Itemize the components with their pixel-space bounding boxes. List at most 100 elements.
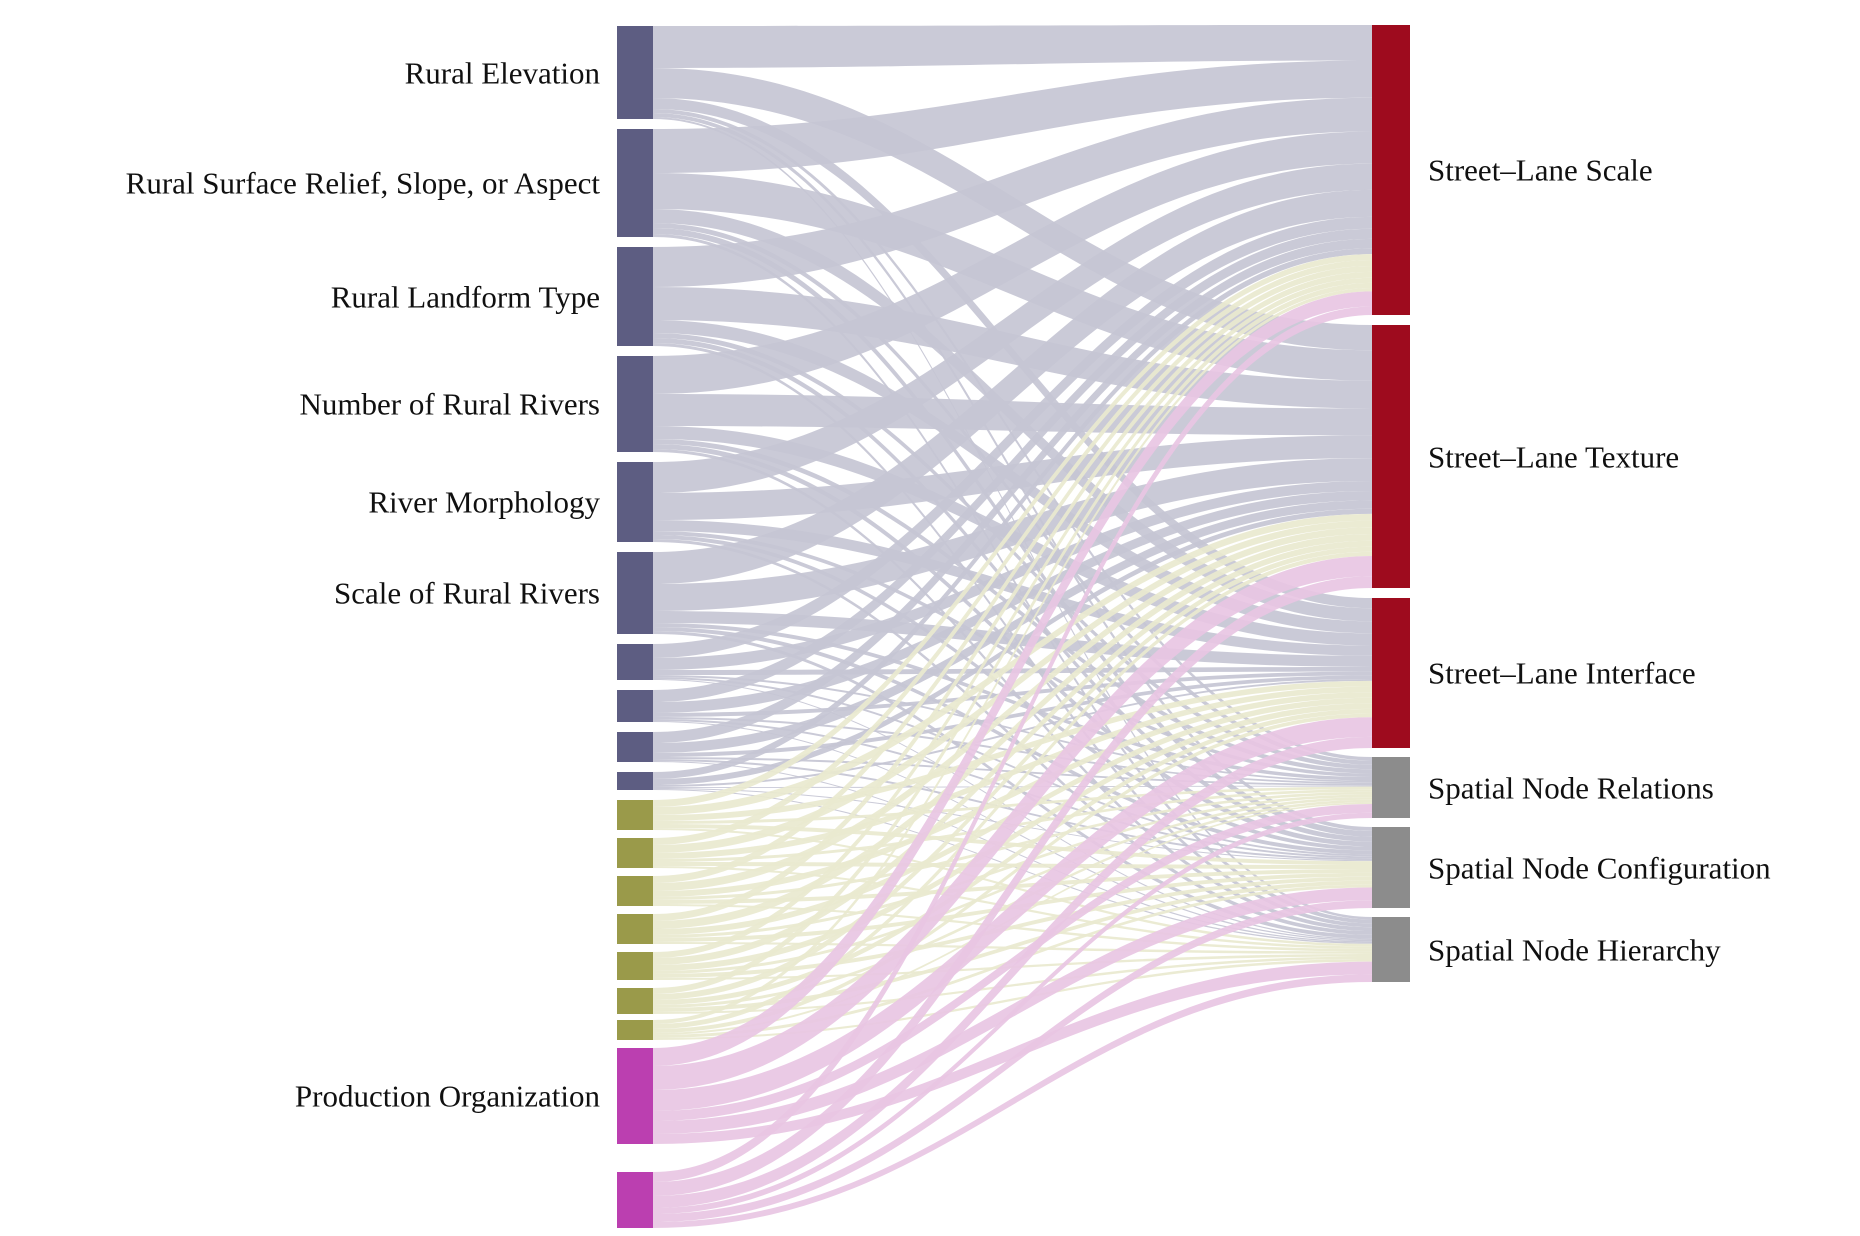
sankey-node-left[interactable] — [617, 1020, 653, 1040]
sankey-link[interactable] — [653, 216, 1372, 658]
sankey-link[interactable] — [653, 900, 1372, 1222]
sankey-link[interactable] — [653, 708, 1372, 1005]
sankey-node-left[interactable] — [617, 914, 653, 944]
sankey-link[interactable] — [653, 551, 1372, 1029]
sankey-node-right[interactable] — [1372, 757, 1410, 818]
sankey-node-right[interactable] — [1372, 917, 1410, 982]
node-label: Number of Rural Rivers — [299, 386, 600, 422]
sankey-node-left[interactable] — [617, 690, 653, 722]
node-label: Spatial Node Relations — [1428, 770, 1714, 805]
sankey-link[interactable] — [653, 692, 1372, 897]
sankey-link[interactable] — [653, 623, 1372, 781]
sankey-node-left[interactable] — [617, 26, 653, 119]
sankey-link[interactable] — [653, 291, 1372, 1066]
sankey-link[interactable] — [653, 761, 1372, 943]
sankey-link[interactable] — [653, 238, 1372, 743]
sankey-node-left[interactable] — [617, 247, 653, 346]
sankey-node-left[interactable] — [617, 732, 653, 762]
node-label: River Morphology — [368, 484, 600, 520]
sankey-link[interactable] — [653, 974, 1372, 1228]
sankey-link[interactable] — [653, 254, 1372, 807]
sankey-node-left[interactable] — [617, 1172, 653, 1228]
sankey-link[interactable] — [653, 539, 1372, 935]
sankey-link[interactable] — [653, 189, 1372, 584]
sankey-node-left[interactable] — [617, 356, 653, 452]
sankey-link[interactable] — [653, 508, 1372, 785]
sankey-link[interactable] — [653, 248, 1372, 779]
sankey-node-left[interactable] — [617, 772, 653, 790]
sankey-link[interactable] — [653, 25, 1372, 68]
sankey-link[interactable] — [653, 282, 1372, 995]
sankey-link[interactable] — [653, 791, 1372, 900]
sankey-link[interactable] — [653, 527, 1372, 891]
sankey-link[interactable] — [653, 265, 1372, 883]
sankey-link[interactable] — [653, 703, 1372, 971]
sankey-link[interactable] — [653, 287, 1372, 1025]
sankey-link[interactable] — [653, 117, 1372, 920]
node-label: Street–Lane Scale — [1428, 152, 1653, 188]
sankey-link[interactable] — [653, 555, 1372, 1090]
sankey-link[interactable] — [653, 713, 1372, 1033]
sankey-link[interactable] — [653, 271, 1372, 921]
sankey-node-left[interactable] — [617, 129, 653, 237]
sankey-link[interactable] — [653, 131, 1372, 394]
node-label: Spatial Node Configuration — [1428, 850, 1771, 885]
sankey-link[interactable] — [653, 717, 1372, 1111]
sankey-link[interactable] — [653, 785, 1372, 788]
sankey-link[interactable] — [653, 60, 1372, 173]
sankey-node-right[interactable] — [1372, 827, 1410, 908]
sankey-link[interactable] — [653, 500, 1372, 753]
sankey-node-left[interactable] — [617, 644, 653, 680]
sankey-link[interactable] — [653, 759, 1372, 861]
node-label: Rural Landform Type — [330, 279, 600, 314]
sankey-link[interactable] — [653, 677, 1372, 857]
sankey-link[interactable] — [653, 880, 1372, 1012]
sankey-link[interactable] — [653, 786, 1372, 824]
sankey-link[interactable] — [653, 631, 1372, 939]
sankey-link[interactable] — [653, 576, 1372, 1196]
sankey-link[interactable] — [653, 671, 1372, 717]
sankey-link[interactable] — [653, 876, 1372, 978]
sankey-link[interactable] — [653, 520, 1372, 656]
sankey-link[interactable] — [653, 491, 1372, 713]
sankey-link[interactable] — [653, 794, 1372, 938]
sankey-link[interactable] — [653, 546, 1372, 1000]
sankey-node-left[interactable] — [617, 1048, 653, 1144]
sankey-link[interactable] — [653, 97, 1372, 288]
sankey-link[interactable] — [653, 228, 1372, 702]
sankey-node-left[interactable] — [617, 838, 653, 868]
sankey-link[interactable] — [653, 435, 1372, 520]
node-label: Rural Surface Relief, Slope, or Aspect — [125, 165, 600, 201]
sankey-link[interactable] — [653, 260, 1372, 846]
sankey-link[interactable] — [653, 736, 1372, 1208]
sankey-link[interactable] — [653, 812, 1372, 1214]
sankey-node-left[interactable] — [617, 800, 653, 830]
sankey-node-left[interactable] — [617, 552, 653, 634]
sankey-link[interactable] — [653, 675, 1372, 757]
sankey-link[interactable] — [653, 956, 1372, 1014]
sankey-link[interactable] — [653, 520, 1372, 853]
sankey-link[interactable] — [653, 306, 1372, 1183]
sankey-link[interactable] — [653, 959, 1372, 1040]
sankey-node-right[interactable] — [1372, 25, 1410, 315]
sankey-link-group — [653, 25, 1372, 1228]
sankey-link[interactable] — [653, 534, 1372, 929]
node-label: Street–Lane Texture — [1428, 439, 1680, 474]
sankey-node-right[interactable] — [1372, 325, 1410, 588]
sankey-node-group — [617, 25, 1410, 1228]
sankey-node-left[interactable] — [617, 462, 653, 542]
sankey-link[interactable] — [653, 540, 1372, 965]
sankey-link[interactable] — [653, 961, 1372, 1144]
sankey-link[interactable] — [653, 513, 1372, 815]
node-label: Rural Elevation — [404, 55, 600, 90]
sankey-node-left[interactable] — [617, 876, 653, 906]
sankey-node-left[interactable] — [617, 988, 653, 1014]
sankey-link[interactable] — [653, 277, 1372, 958]
sankey-link[interactable] — [653, 804, 1372, 1121]
node-label: Production Organization — [294, 1078, 600, 1114]
sankey-node-right[interactable] — [1372, 598, 1410, 748]
sankey-link[interactable] — [653, 458, 1372, 611]
sankey-node-left[interactable] — [617, 952, 653, 980]
sankey-link[interactable] — [653, 163, 1372, 494]
